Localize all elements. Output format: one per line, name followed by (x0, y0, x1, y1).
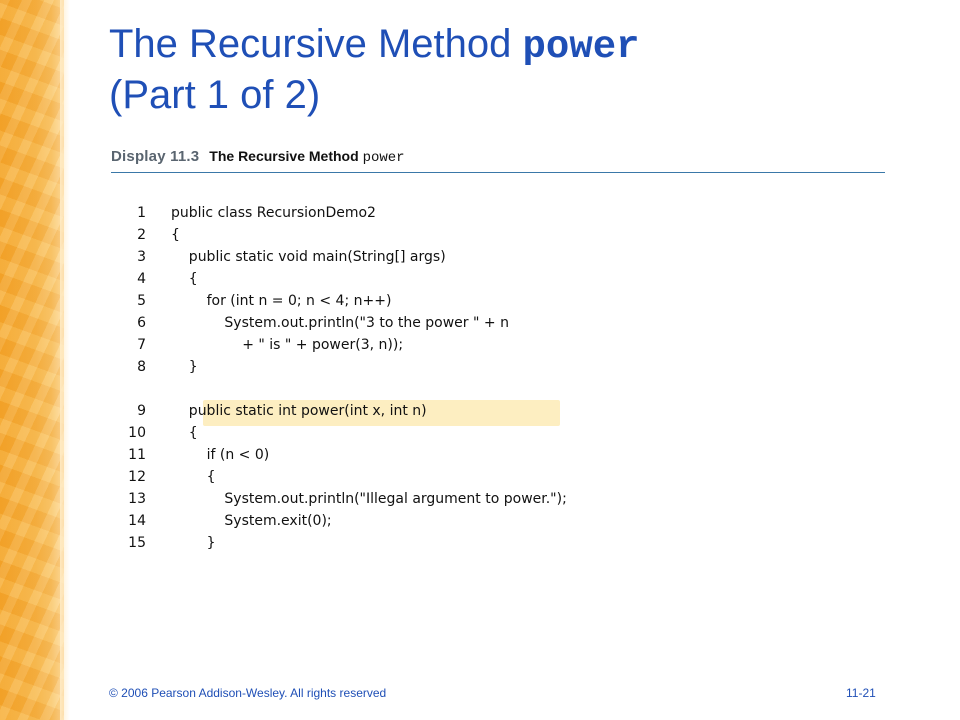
line-number: 4 (137, 271, 146, 287)
line-number: 7 (137, 337, 146, 353)
line-number: 10 (128, 425, 146, 441)
slide-title-prefix: The Recursive Method (109, 22, 523, 66)
line-code: public class RecursionDemo2 (171, 205, 376, 221)
line-number: 3 (137, 249, 146, 265)
code-line: 11 if (n < 0) (118, 444, 269, 466)
line-code: for (int n = 0; n < 4; n++) (171, 293, 392, 309)
code-line: 7 + " is " + power(3, n)); (118, 334, 403, 356)
line-code: { (171, 469, 216, 485)
side-band-fade (60, 0, 70, 720)
code-line: 13 System.out.println("Illegal argument … (118, 488, 567, 510)
code-line: 3 public static void main(String[] args) (118, 246, 446, 268)
code-line: 8 } (118, 356, 198, 378)
line-number: 14 (128, 513, 146, 529)
display-title-prefix: The Recursive Method (209, 148, 363, 164)
line-code: public static void main(String[] args) (171, 249, 446, 265)
line-code: } (171, 359, 198, 375)
code-line: 1 public class RecursionDemo2 (118, 202, 376, 224)
code-line: 12 { (118, 466, 215, 488)
method-signature-highlight (203, 400, 560, 426)
code-line: 10 { (118, 422, 198, 444)
code-line: 5 for (int n = 0; n < 4; n++) (118, 290, 391, 312)
line-code: if (n < 0) (171, 447, 270, 463)
display-title-code: power (362, 150, 405, 166)
slide-title: The Recursive Method power (Part 1 of 2) (109, 20, 909, 119)
line-number: 13 (128, 491, 146, 507)
line-code: System.out.println("3 to the power " + n (171, 315, 509, 331)
line-code: System.out.println("Illegal argument to … (171, 491, 567, 507)
line-code: { (171, 227, 180, 243)
display-divider (111, 172, 885, 173)
line-number: 1 (137, 205, 146, 221)
code-line: 4 { (118, 268, 198, 290)
code-line: 14 System.exit(0); (118, 510, 331, 532)
line-code: } (171, 535, 216, 551)
slide-title-code: power (522, 25, 640, 69)
line-code: public static int power(int x, int n) (171, 403, 427, 419)
line-number: 5 (137, 293, 146, 309)
code-line: 9 public static int power(int x, int n) (118, 400, 427, 422)
line-number: 11 (128, 447, 146, 463)
line-code: System.exit(0); (171, 513, 332, 529)
footer-page-number: 11-21 (846, 686, 876, 700)
code-line: 15 } (118, 532, 215, 554)
display-title: The Recursive Method power (209, 148, 404, 166)
line-number: 15 (128, 535, 146, 551)
line-code: { (171, 271, 198, 287)
line-number: 6 (137, 315, 146, 331)
slide-title-suffix: (Part 1 of 2) (109, 73, 321, 117)
code-line: 2{ (118, 224, 180, 246)
line-number: 8 (137, 359, 146, 375)
side-decorative-band (0, 0, 64, 720)
display-header: Display 11.3 The Recursive Method power (111, 148, 405, 166)
line-number: 2 (137, 227, 146, 243)
line-number: 9 (137, 403, 146, 419)
line-code: + " is " + power(3, n)); (171, 337, 404, 353)
line-number: 12 (128, 469, 146, 485)
footer-copyright: © 2006 Pearson Addison-Wesley. All right… (109, 686, 387, 700)
display-label: Display 11.3 (111, 148, 200, 165)
code-line: 6 System.out.println("3 to the power " +… (118, 312, 509, 334)
line-code: { (171, 425, 198, 441)
